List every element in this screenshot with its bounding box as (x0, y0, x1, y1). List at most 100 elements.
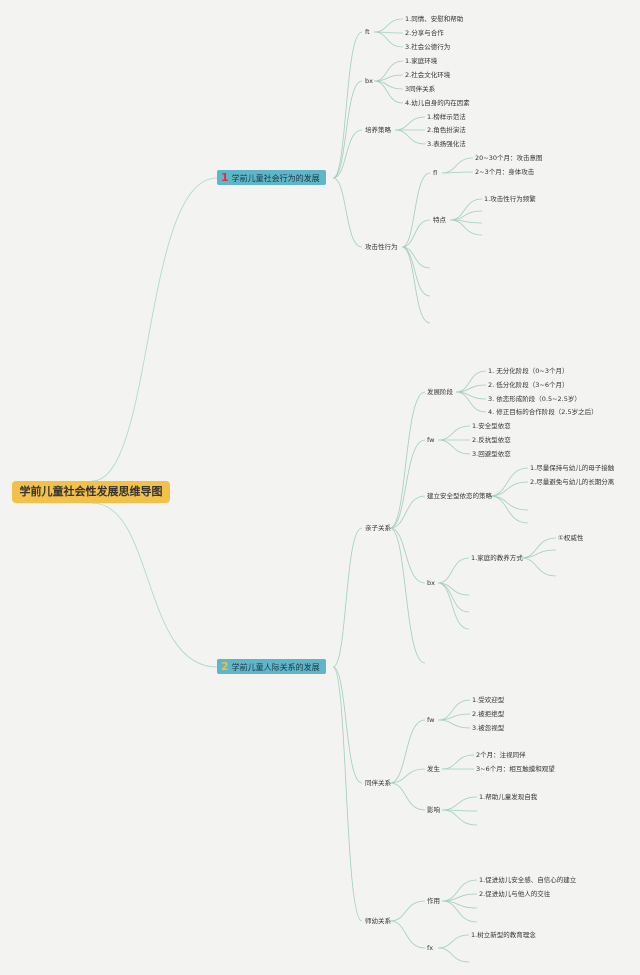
leaf-qzfw-2[interactable]: 3.回避型依恋 (472, 450, 511, 458)
branch1-title: 学前儿童社会行为的发展 (231, 174, 320, 183)
leaf-fs-0[interactable]: 2个月：注视同伴 (476, 751, 526, 759)
leaf-fzjd-3[interactable]: 4. 修正目标的合作阶段（2.5岁之后） (488, 408, 598, 416)
leaf-b1-pycl-1[interactable]: 2.角色扮演法 (427, 126, 466, 134)
leaf-b1-bx-3[interactable]: 4.幼儿自身的内在因素 (405, 99, 470, 107)
node-qz-fzjd[interactable]: 发展阶段 (427, 388, 453, 396)
connector-line (489, 481, 529, 497)
leaf-fzjd-1[interactable]: 2. 低分化阶段（3~6个月） (488, 381, 569, 389)
connector-line (441, 879, 478, 902)
leaf-b1-pycl-2[interactable]: 3.表扬强化法 (427, 140, 466, 148)
connector-line (401, 219, 431, 248)
connector-line (489, 495, 529, 524)
leaf-b1-td-0[interactable]: 1.攻击性行为频繁 (484, 195, 536, 203)
connector-line (437, 699, 471, 721)
connector-line (441, 809, 478, 826)
connector-line (91, 177, 218, 482)
connector-line (449, 210, 483, 221)
leaf-b1-fl-1[interactable]: 2~3个月：身体攻击 (475, 168, 535, 176)
connector-line (437, 582, 470, 613)
connector-line (449, 219, 483, 236)
connector-line (373, 80, 404, 104)
connector-line (437, 425, 471, 441)
node-b1-gj[interactable]: 攻击性行为 (365, 243, 398, 251)
leaf-b1-fl-0[interactable]: 20~30个月：攻击意图 (475, 154, 543, 162)
connector-line (389, 495, 426, 529)
connector-line (437, 439, 471, 455)
connector-line (91, 502, 218, 668)
connector-line (441, 157, 474, 174)
node-b2-tb[interactable]: 同伴关系 (365, 779, 391, 787)
leaf-jl-1[interactable]: 2.尽量避免与幼儿的长期分离 (530, 478, 615, 486)
connector-line (437, 557, 470, 584)
leaf-tbfw-2[interactable]: 3.被忽视型 (472, 724, 505, 732)
node-qz-jl[interactable]: 建立安全型依恋的策略 (427, 492, 492, 500)
node-b2-qz[interactable]: 亲子关系 (365, 524, 391, 532)
connector-line (332, 31, 363, 179)
connector-line (332, 666, 363, 784)
leaf-zy-1[interactable]: 2.促进幼儿与他人的交往 (479, 890, 551, 898)
connector-line (401, 172, 431, 248)
connector-line (389, 900, 426, 922)
leaf-fzjd-0[interactable]: 1. 无分化阶段（0~3个月） (488, 367, 569, 375)
connector-line (389, 768, 426, 784)
connector-line (437, 719, 471, 729)
connector-line (389, 391, 426, 529)
connector-line (437, 934, 470, 949)
branch2-number: 2 (221, 660, 229, 673)
connector-line (520, 557, 557, 577)
connector-line (332, 527, 363, 668)
leaf-qzfw-0[interactable]: 1.安全型依恋 (472, 422, 511, 430)
leaf-b1-pycl-0[interactable]: 1.榜样示范法 (427, 113, 466, 121)
leaf-b1-bx-0[interactable]: 1.家庭环境 (405, 57, 438, 65)
node-tb-fs[interactable]: 发生 (427, 765, 440, 773)
leaf-b1-ft-0[interactable]: 1.同情、安慰和帮助 (405, 15, 464, 23)
leaf-fzjd-2[interactable]: 3. 依恋形成阶段（0.5~2.5岁） (488, 395, 581, 403)
connector-line (389, 920, 426, 949)
connector-line (373, 18, 404, 33)
leaf-tbfw-0[interactable]: 1.受欢迎型 (472, 696, 505, 704)
connector-line (520, 549, 557, 559)
leaf-b1-bx-2[interactable]: 3同伴关系 (405, 85, 436, 93)
connector-line (401, 246, 431, 297)
connector-line (441, 171, 474, 174)
connector-line (394, 129, 426, 145)
node-tb-yx[interactable]: 影响 (427, 806, 440, 814)
node-tb-fw[interactable]: fw (427, 716, 435, 724)
leaf-jl-0[interactable]: 1.尽量保持与幼儿的母子接触 (530, 464, 615, 472)
connector-line (389, 439, 426, 529)
connector-line (401, 246, 431, 324)
leaf-qzbx-0[interactable]: ①权威性 (558, 534, 584, 542)
connector-line (332, 129, 363, 179)
node-b1-gj-td[interactable]: 特点 (433, 216, 446, 224)
node-qzbx-sub[interactable]: 1.家庭的教养方式 (471, 554, 523, 562)
leaf-b1-ft-2[interactable]: 3.社会公德行为 (405, 43, 451, 51)
branch1-number: 1 (221, 171, 229, 184)
leaf-yx-0[interactable]: 1.帮助儿童发现自我 (479, 793, 538, 801)
leaf-tbfw-1[interactable]: 2.被拒绝型 (472, 710, 505, 718)
node-b1-bx[interactable]: bx (365, 77, 373, 85)
leaf-fx-0[interactable]: 1.树立新型的教育理念 (471, 931, 536, 939)
leaf-b1-ft-1[interactable]: 2.分享与合作 (405, 29, 444, 37)
node-qz-fw[interactable]: fw (427, 436, 435, 444)
node-b1-ft[interactable]: ft (365, 28, 370, 36)
leaf-qzfw-1[interactable]: 2.反抗型依恋 (472, 436, 511, 444)
leaf-b1-bx-1[interactable]: 2.社会文化环境 (405, 71, 451, 79)
connector-line (332, 177, 363, 248)
root-node[interactable]: 学前儿童社会性发展思维导图 (12, 481, 170, 503)
node-b1-pycl[interactable]: 培养策略 (365, 126, 391, 134)
connector-line (373, 60, 404, 82)
node-qz-bx[interactable]: bx (427, 579, 435, 587)
connector-line (455, 391, 487, 413)
connector-line (373, 31, 404, 48)
node-sy-zy[interactable]: 作用 (427, 897, 440, 905)
connector-line (489, 467, 529, 497)
connector-line (389, 719, 426, 784)
node-b1-gj-fl[interactable]: fl (433, 169, 438, 177)
leaf-zy-0[interactable]: 1.促进幼儿安全感、自信心的建立 (479, 876, 577, 884)
connector-line (455, 370, 487, 393)
node-sy-fx[interactable]: fx (427, 944, 434, 952)
leaf-fs-1[interactable]: 3~6个月：相互触摸和观望 (476, 765, 555, 773)
node-b2-sy[interactable]: 师幼关系 (365, 917, 391, 925)
